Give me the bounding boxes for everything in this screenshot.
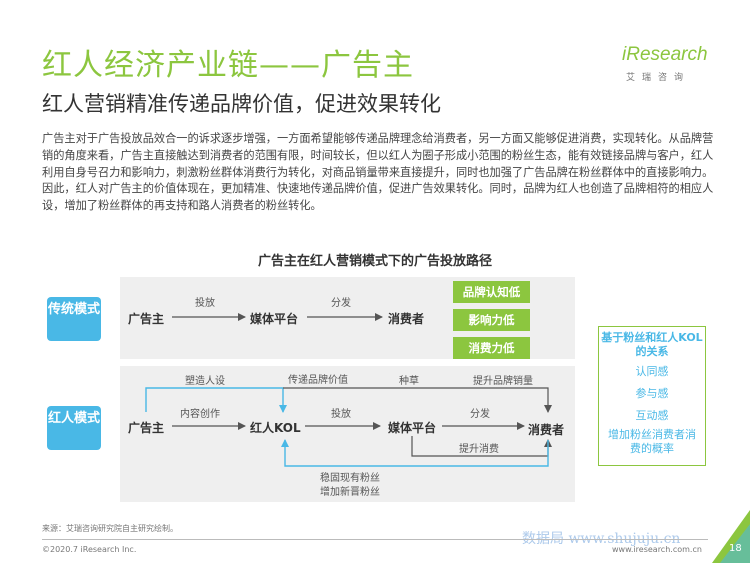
outcome-influence: 影响力低 bbox=[453, 309, 530, 331]
copyright: ©2020.7 iResearch Inc. bbox=[42, 545, 137, 554]
relation-probability: 增加粉丝消费者消费的概率 bbox=[608, 428, 696, 455]
edge-fans-line2: 增加新晋粉丝 bbox=[320, 487, 380, 498]
trad-node-advertiser: 广告主 bbox=[128, 312, 165, 326]
website: www.iresearch.com.cn bbox=[612, 545, 702, 554]
relation-interaction: 互动感 bbox=[635, 409, 669, 422]
outcome-consumption: 消费力低 bbox=[453, 337, 530, 359]
trad-edge-deliver: 投放 bbox=[195, 298, 215, 309]
kol-arrow-brand-path bbox=[283, 387, 552, 413]
edge-consumption: 提升消费 bbox=[459, 444, 499, 455]
footer-divider bbox=[42, 539, 708, 540]
kol-arrow-fans bbox=[281, 439, 549, 467]
traditional-mode-badge: 传统模式 bbox=[47, 297, 101, 341]
fan-relation-box: 基于粉丝和红人KOL的关系 认同感 参与感 互动感 增加粉丝消费者消费的概率 bbox=[598, 326, 706, 466]
page-corner-shape bbox=[712, 510, 750, 563]
edge-sales: 提升品牌销量 bbox=[473, 376, 533, 387]
intro-paragraph: 广告主对于广告投放品效合一的诉求逐步增强，一方面希望能够传递品牌理念给消费者，另… bbox=[42, 132, 714, 213]
edge-deliver: 投放 bbox=[331, 409, 351, 420]
edge-distribute: 分发 bbox=[470, 409, 490, 420]
page-subtitle: 红人营销精准传递品牌价值，促进效果转化 bbox=[42, 92, 441, 116]
page-title: 红人经济产业链——广告主 bbox=[42, 48, 414, 83]
diagram-title: 广告主在红人营销模式下的广告投放路径 bbox=[257, 254, 492, 269]
relation-identity: 认同感 bbox=[635, 365, 669, 378]
influencer-mode-badge: 红人模式 bbox=[47, 406, 101, 450]
edge-content: 内容创作 bbox=[180, 409, 220, 420]
outcome-brand-awareness: 品牌认知低 bbox=[453, 281, 530, 303]
kol-node-consumer: 消费者 bbox=[528, 423, 565, 437]
fan-relation-title: 基于粉丝和红人KOL的关系 bbox=[601, 331, 703, 358]
edge-seeding: 种草 bbox=[399, 376, 419, 387]
kol-node-kol: 红人KOL bbox=[250, 421, 301, 435]
source-note: 来源：艾瑞咨询研究院自主研究绘制。 bbox=[42, 524, 178, 533]
edge-persona: 塑造人设 bbox=[185, 376, 225, 387]
logo-word: iResearch bbox=[622, 44, 708, 65]
edge-brand-value: 传递品牌价值 bbox=[288, 375, 348, 386]
kol-arrow-persona bbox=[145, 387, 287, 413]
relation-participation: 参与感 bbox=[635, 387, 669, 400]
page-number: 18 bbox=[729, 543, 742, 554]
kol-node-advertiser: 广告主 bbox=[128, 421, 165, 435]
trad-edge-distribute: 分发 bbox=[331, 298, 351, 309]
trad-node-consumer: 消费者 bbox=[388, 312, 425, 326]
logo-sub: 艾瑞咨询 bbox=[626, 73, 691, 83]
edge-fans-line1: 稳固现有粉丝 bbox=[320, 473, 380, 484]
trad-node-media: 媒体平台 bbox=[250, 312, 299, 326]
iresearch-logo: iResearch 艾瑞咨询 bbox=[620, 44, 712, 84]
kol-node-media: 媒体平台 bbox=[388, 421, 437, 435]
